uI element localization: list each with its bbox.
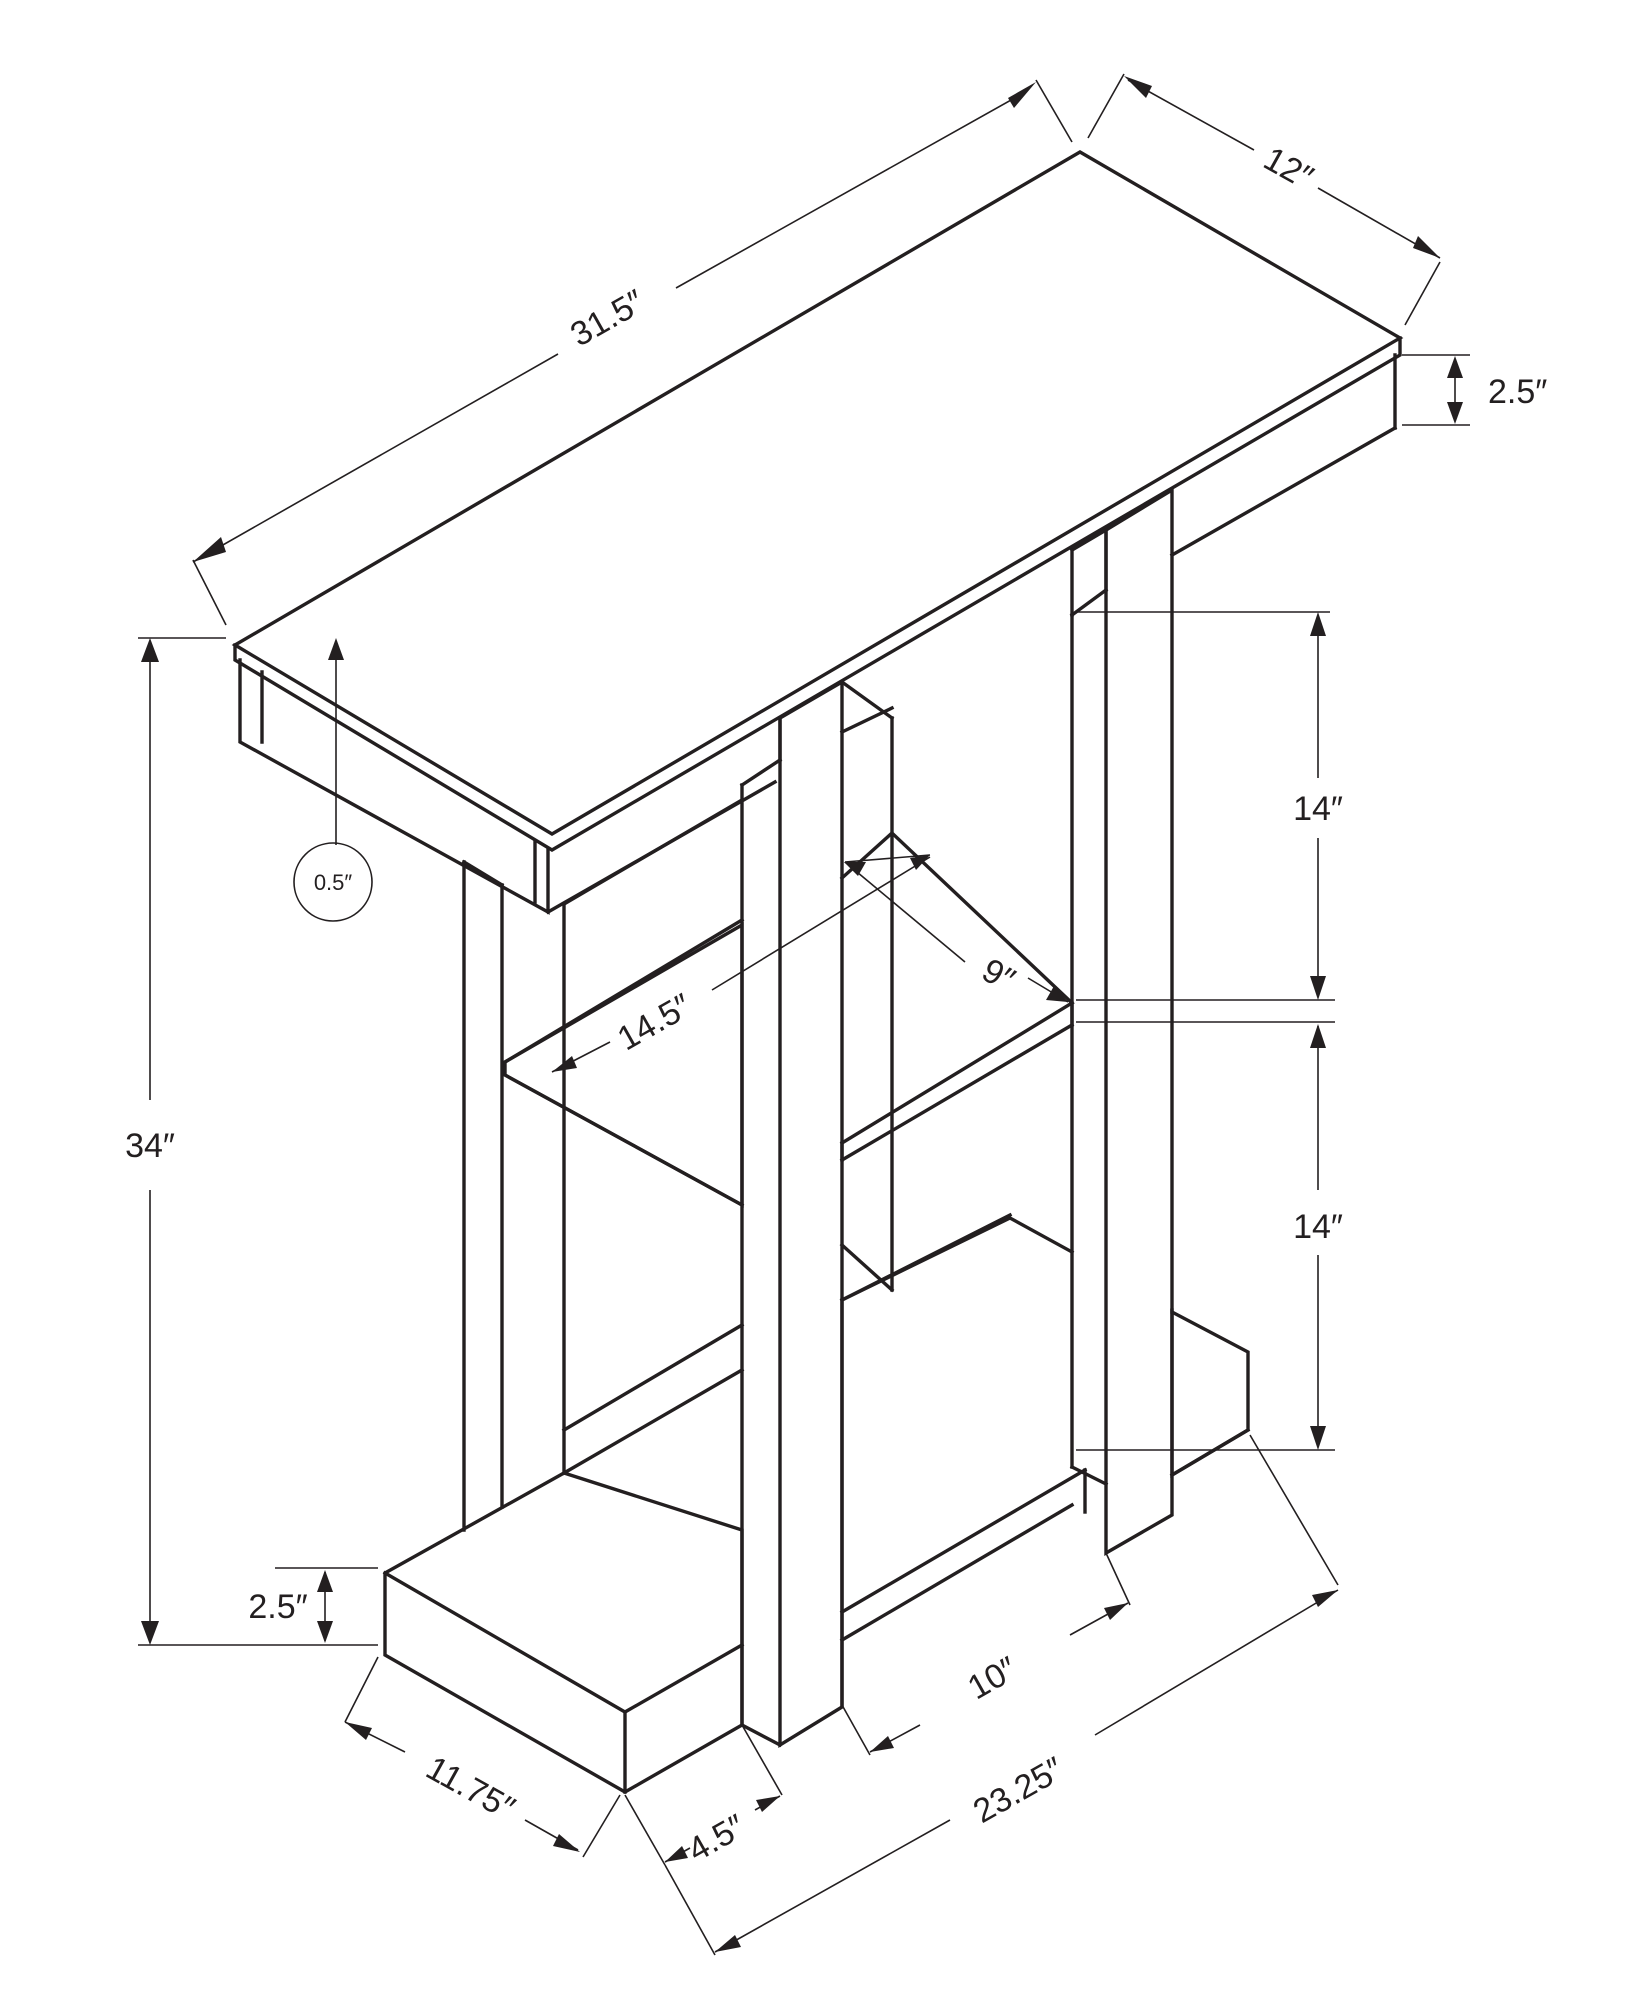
- label-width: 31.5″: [564, 283, 651, 355]
- label-base-step: 10″: [962, 1650, 1024, 1708]
- label-leg-width: 4.5″: [681, 1807, 751, 1869]
- label-base-thickness: 2.5″: [248, 1588, 307, 1626]
- tabletop: [231, 150, 1404, 836]
- label-lower-opening: 14″: [1293, 1208, 1343, 1246]
- front-right-leg: [1104, 486, 1174, 1556]
- base-plinth: [383, 1471, 744, 1794]
- dimension-labels: 31.5″ 12″ 2.5″ 34″ 0.5″ 9″ 14.5″ 14″ 14″…: [125, 140, 1547, 1870]
- label-upper-opening: 14″: [1293, 790, 1343, 828]
- label-depth: 12″: [1257, 140, 1319, 197]
- tabletop-front-edge: [233, 336, 1402, 852]
- upper-shelf-top: [839, 830, 1075, 1146]
- apron: [238, 658, 550, 915]
- label-shelf-depth: 9″: [976, 951, 1021, 999]
- upper-shelf: [503, 922, 744, 1208]
- table-outline: [231, 150, 1404, 1794]
- label-top-overhang: 0.5″: [314, 870, 353, 895]
- front-center-leg: [778, 679, 844, 1749]
- label-base-depth: 11.75″: [420, 1749, 521, 1828]
- label-shelf-width: 14.5″: [611, 987, 698, 1059]
- label-base-width: 23.25″: [967, 1750, 1070, 1831]
- lower-shelf: [839, 1216, 1075, 1303]
- label-top-thickness: 2.5″: [1488, 373, 1547, 411]
- dimension-lines: [138, 73, 1470, 1956]
- label-overall-height: 34″: [125, 1127, 175, 1165]
